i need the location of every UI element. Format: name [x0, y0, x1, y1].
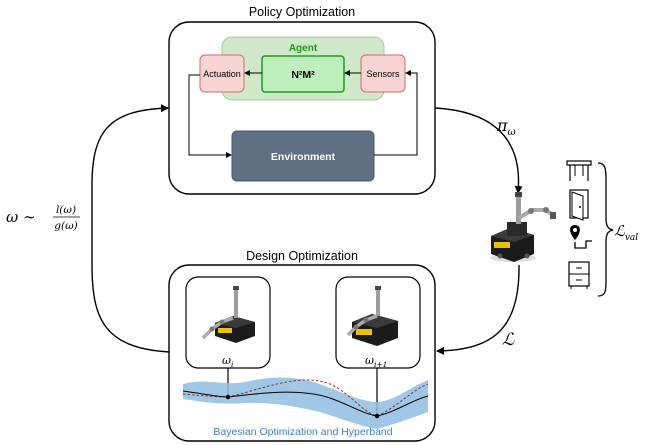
pi-omega-label: πω — [496, 116, 516, 138]
loss-label: ℒ — [502, 330, 515, 350]
arrow-robot-to-design — [436, 264, 520, 355]
policy-optimization-title: Policy Optimization — [249, 5, 355, 19]
lval-label: ℒval — [614, 222, 638, 243]
arrow-environment-to-sensors — [374, 70, 418, 156]
mean-curve — [182, 390, 429, 417]
actuation-label: Actuation — [203, 69, 241, 79]
sampling-formula: ω ∼ l(ω) g(ω) — [6, 204, 80, 232]
environment-label: Environment — [271, 151, 336, 163]
right-brace — [597, 162, 614, 297]
agent-label: Agent — [289, 43, 318, 54]
sample-point-i — [225, 394, 231, 400]
n2m2-label: N²M² — [291, 69, 315, 81]
arrow-design-to-policy — [91, 104, 170, 353]
candidate-i-plus-1-label: ωi+1 — [365, 354, 387, 369]
table-icon — [566, 160, 592, 181]
design-optimization-title: Design Optimization — [246, 249, 358, 263]
sensors-label: Sensors — [366, 69, 400, 79]
bohb-label: Bayesian Optimization and Hyperband — [213, 426, 392, 438]
arrow-actuation-to-environment — [188, 74, 232, 158]
candidate-i-label: ωi — [222, 354, 234, 369]
arrow-policy-to-robot — [434, 107, 523, 194]
uncertainty-band — [183, 377, 428, 429]
formula-numerator: l(ω) — [56, 204, 76, 216]
robot-icon — [490, 192, 556, 262]
environment-block — [231, 130, 375, 182]
candidate-i-plus-1-robot-icon — [346, 286, 398, 346]
waypoint-icon — [570, 225, 592, 249]
candidate-i-robot-icon — [201, 286, 255, 343]
door-icon — [569, 189, 589, 221]
sample-point-i-plus-1 — [374, 413, 380, 419]
formula-denominator: g(ω) — [54, 220, 77, 232]
cabinet-icon — [568, 261, 590, 289]
omega-sim-label: ω ∼ — [6, 208, 36, 226]
